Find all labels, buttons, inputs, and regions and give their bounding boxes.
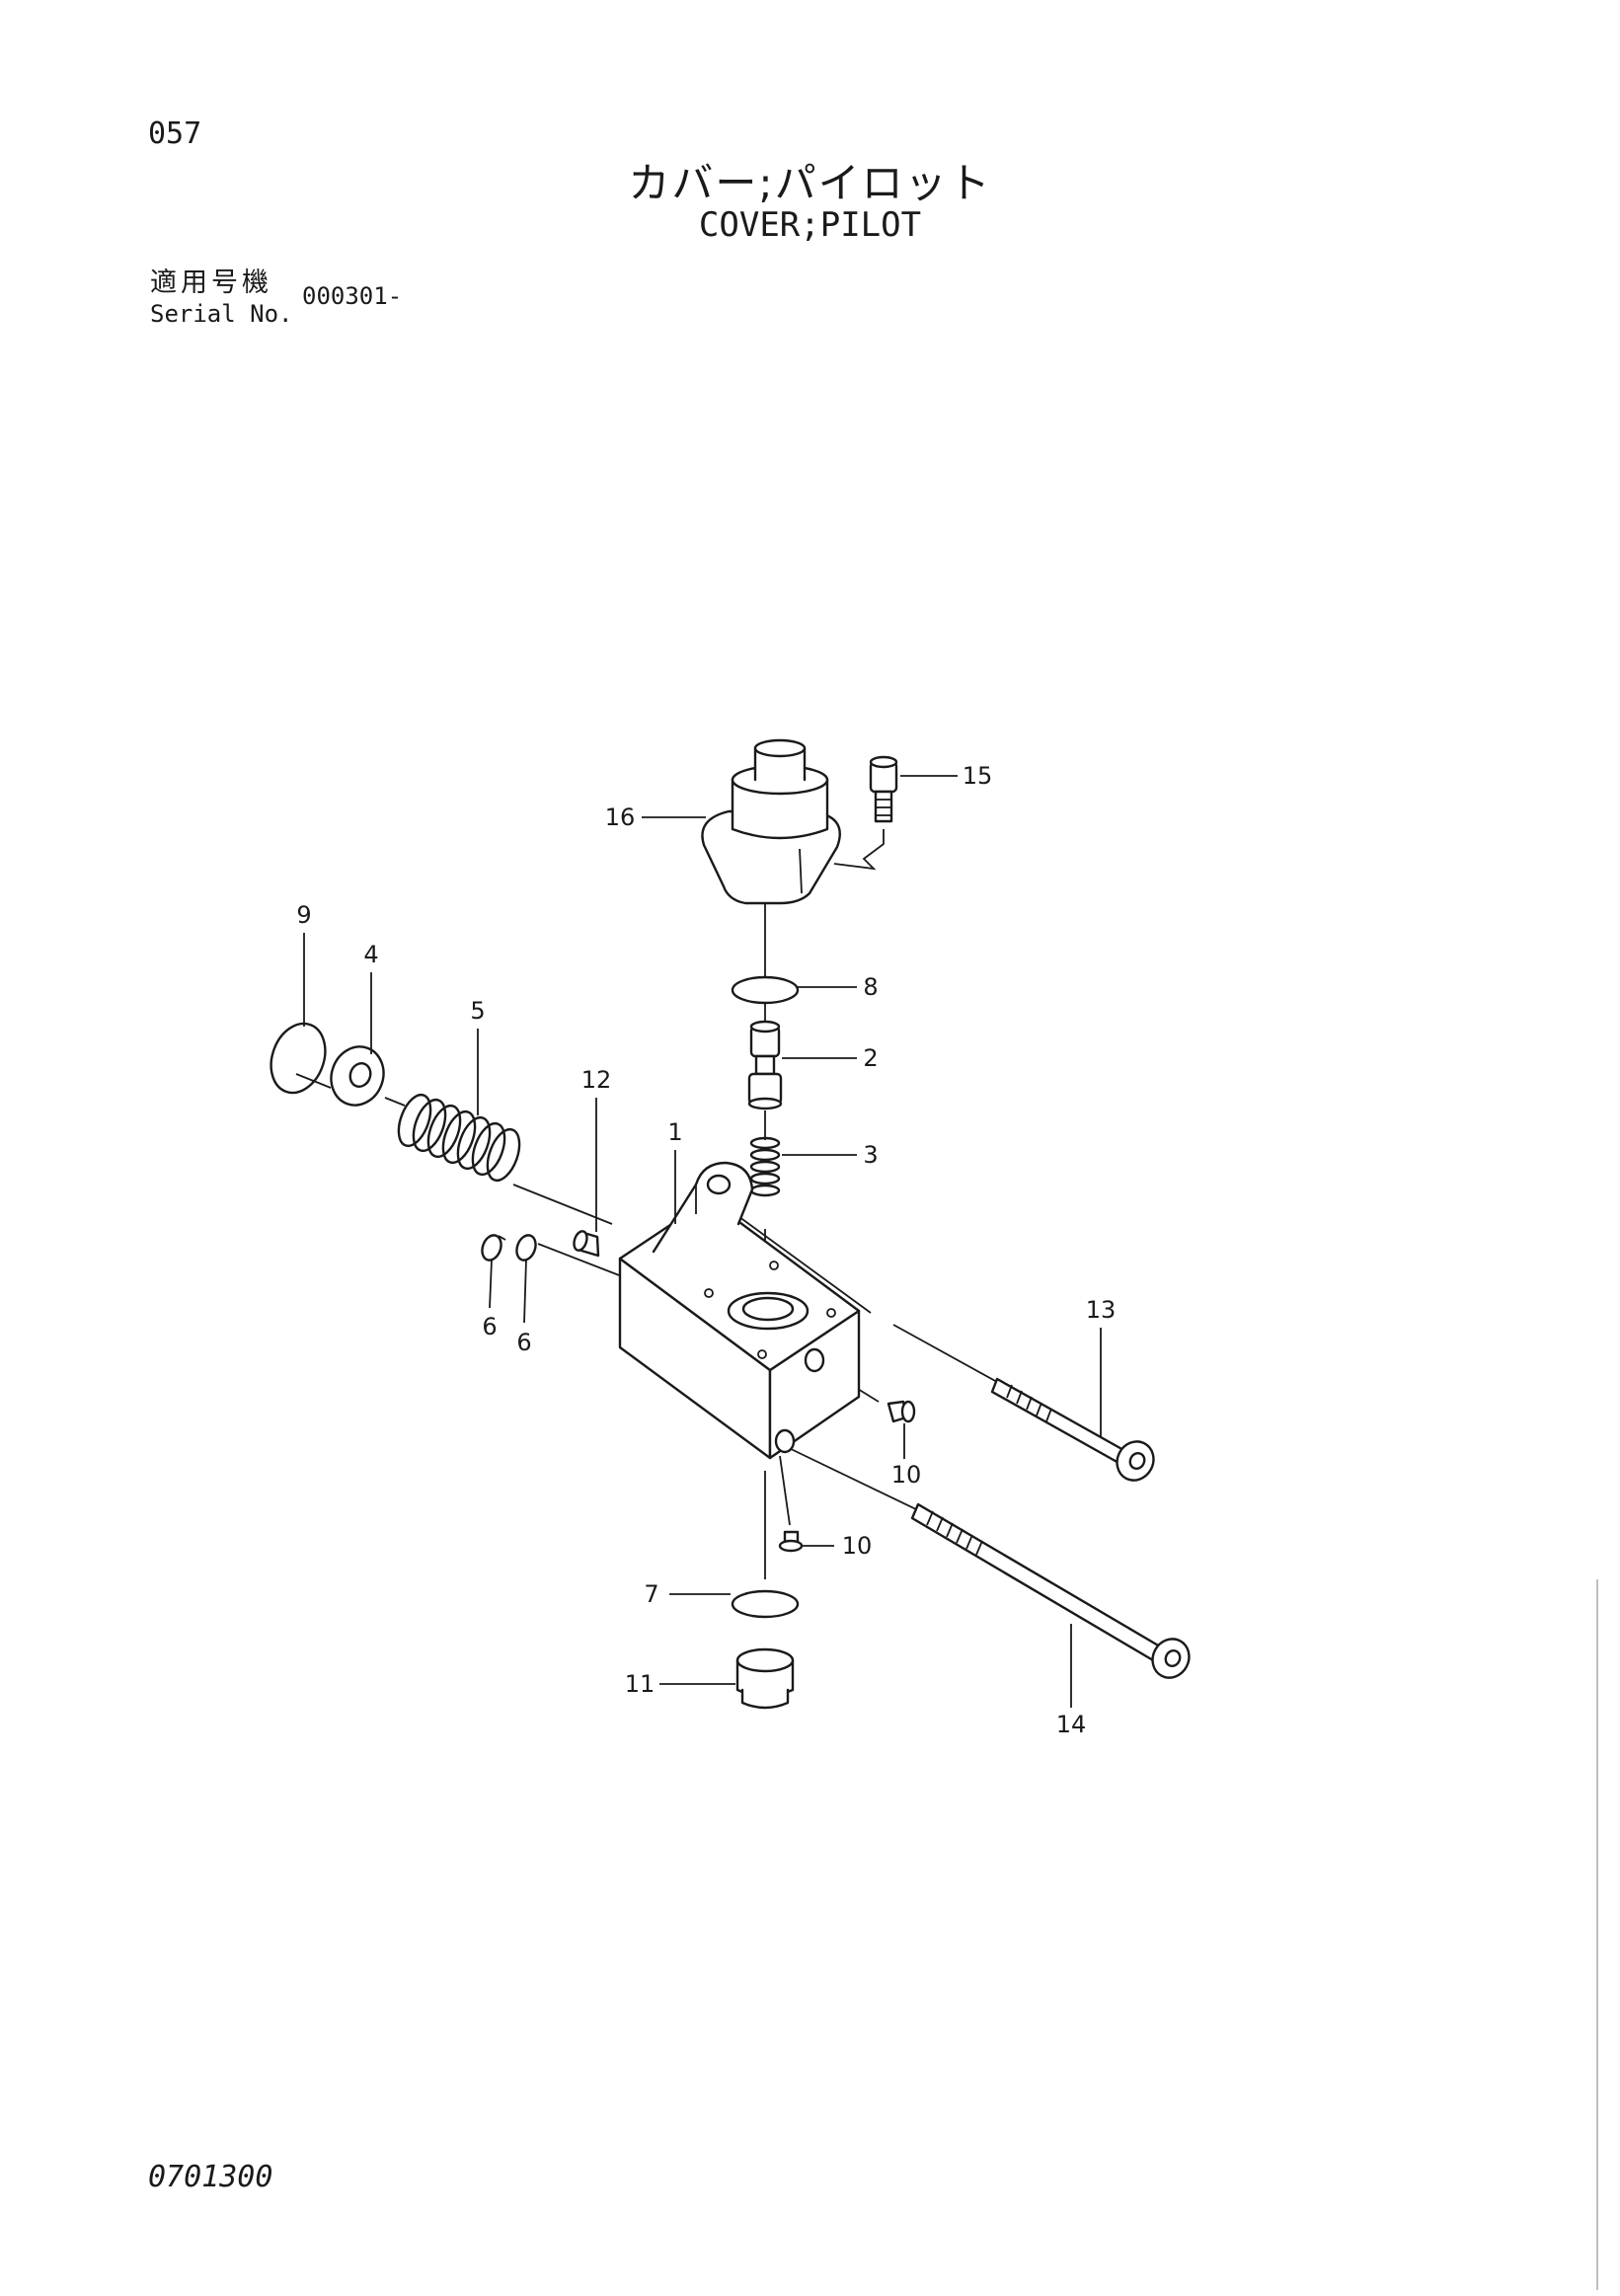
part-3-spring xyxy=(749,1136,781,1197)
callout-4: 4 xyxy=(363,941,378,968)
callout-7: 7 xyxy=(644,1580,658,1608)
callout-6-left: 6 xyxy=(482,1313,497,1340)
part-15-socket-bolt xyxy=(833,755,898,871)
page-number: 057 xyxy=(148,116,202,151)
part-8-o-ring xyxy=(731,975,800,1005)
part-12-pin xyxy=(573,1230,600,1258)
part-14-bolt xyxy=(910,1502,1191,1679)
part-10-plug-a xyxy=(887,1400,916,1423)
serial-value: 000301- xyxy=(302,282,403,310)
title-japanese: カバー;パイロット xyxy=(628,159,992,207)
callout-9: 9 xyxy=(296,901,311,929)
callout-10-upper: 10 xyxy=(891,1461,922,1489)
callout-5: 5 xyxy=(470,997,485,1025)
callout-11: 11 xyxy=(625,1670,656,1698)
callout-2: 2 xyxy=(863,1044,878,1072)
callout-15: 15 xyxy=(963,762,993,790)
part-7-o-ring xyxy=(731,1589,800,1619)
serial-label-english: Serial No. xyxy=(150,300,293,328)
part-2-spool xyxy=(747,1020,783,1110)
part-16-pilot-cover xyxy=(701,738,841,905)
part-11-plug xyxy=(735,1647,795,1710)
callout-14: 14 xyxy=(1056,1711,1087,1738)
part-5-spring xyxy=(397,1093,521,1183)
part-6-backup-rings xyxy=(481,1234,537,1262)
callout-6-right: 6 xyxy=(516,1329,531,1356)
callout-3: 3 xyxy=(863,1141,878,1169)
callout-10-lower: 10 xyxy=(842,1532,873,1560)
scan-edge-line xyxy=(1596,1579,1598,2290)
callout-1: 1 xyxy=(667,1118,682,1146)
drawing-code: 0701300 xyxy=(148,2160,273,2194)
callout-13: 13 xyxy=(1086,1296,1117,1324)
part-4-washer xyxy=(330,1045,385,1107)
serial-label-japanese: 適用号機 xyxy=(150,268,272,298)
part-13-bolt xyxy=(990,1377,1155,1482)
part-1-valve-body xyxy=(618,1161,861,1460)
callout-16: 16 xyxy=(605,804,636,831)
leader-lines xyxy=(303,775,1102,1708)
callout-12: 12 xyxy=(581,1066,612,1094)
callout-labels: 16 15 8 2 3 9 4 5 12 1 6 6 10 10 7 11 13… xyxy=(296,762,1116,1738)
part-10-plug-b xyxy=(778,1530,804,1553)
callout-8: 8 xyxy=(863,973,878,1001)
title-english: COVER;PILOT xyxy=(698,205,922,245)
part-9-snap-ring xyxy=(270,1022,327,1095)
